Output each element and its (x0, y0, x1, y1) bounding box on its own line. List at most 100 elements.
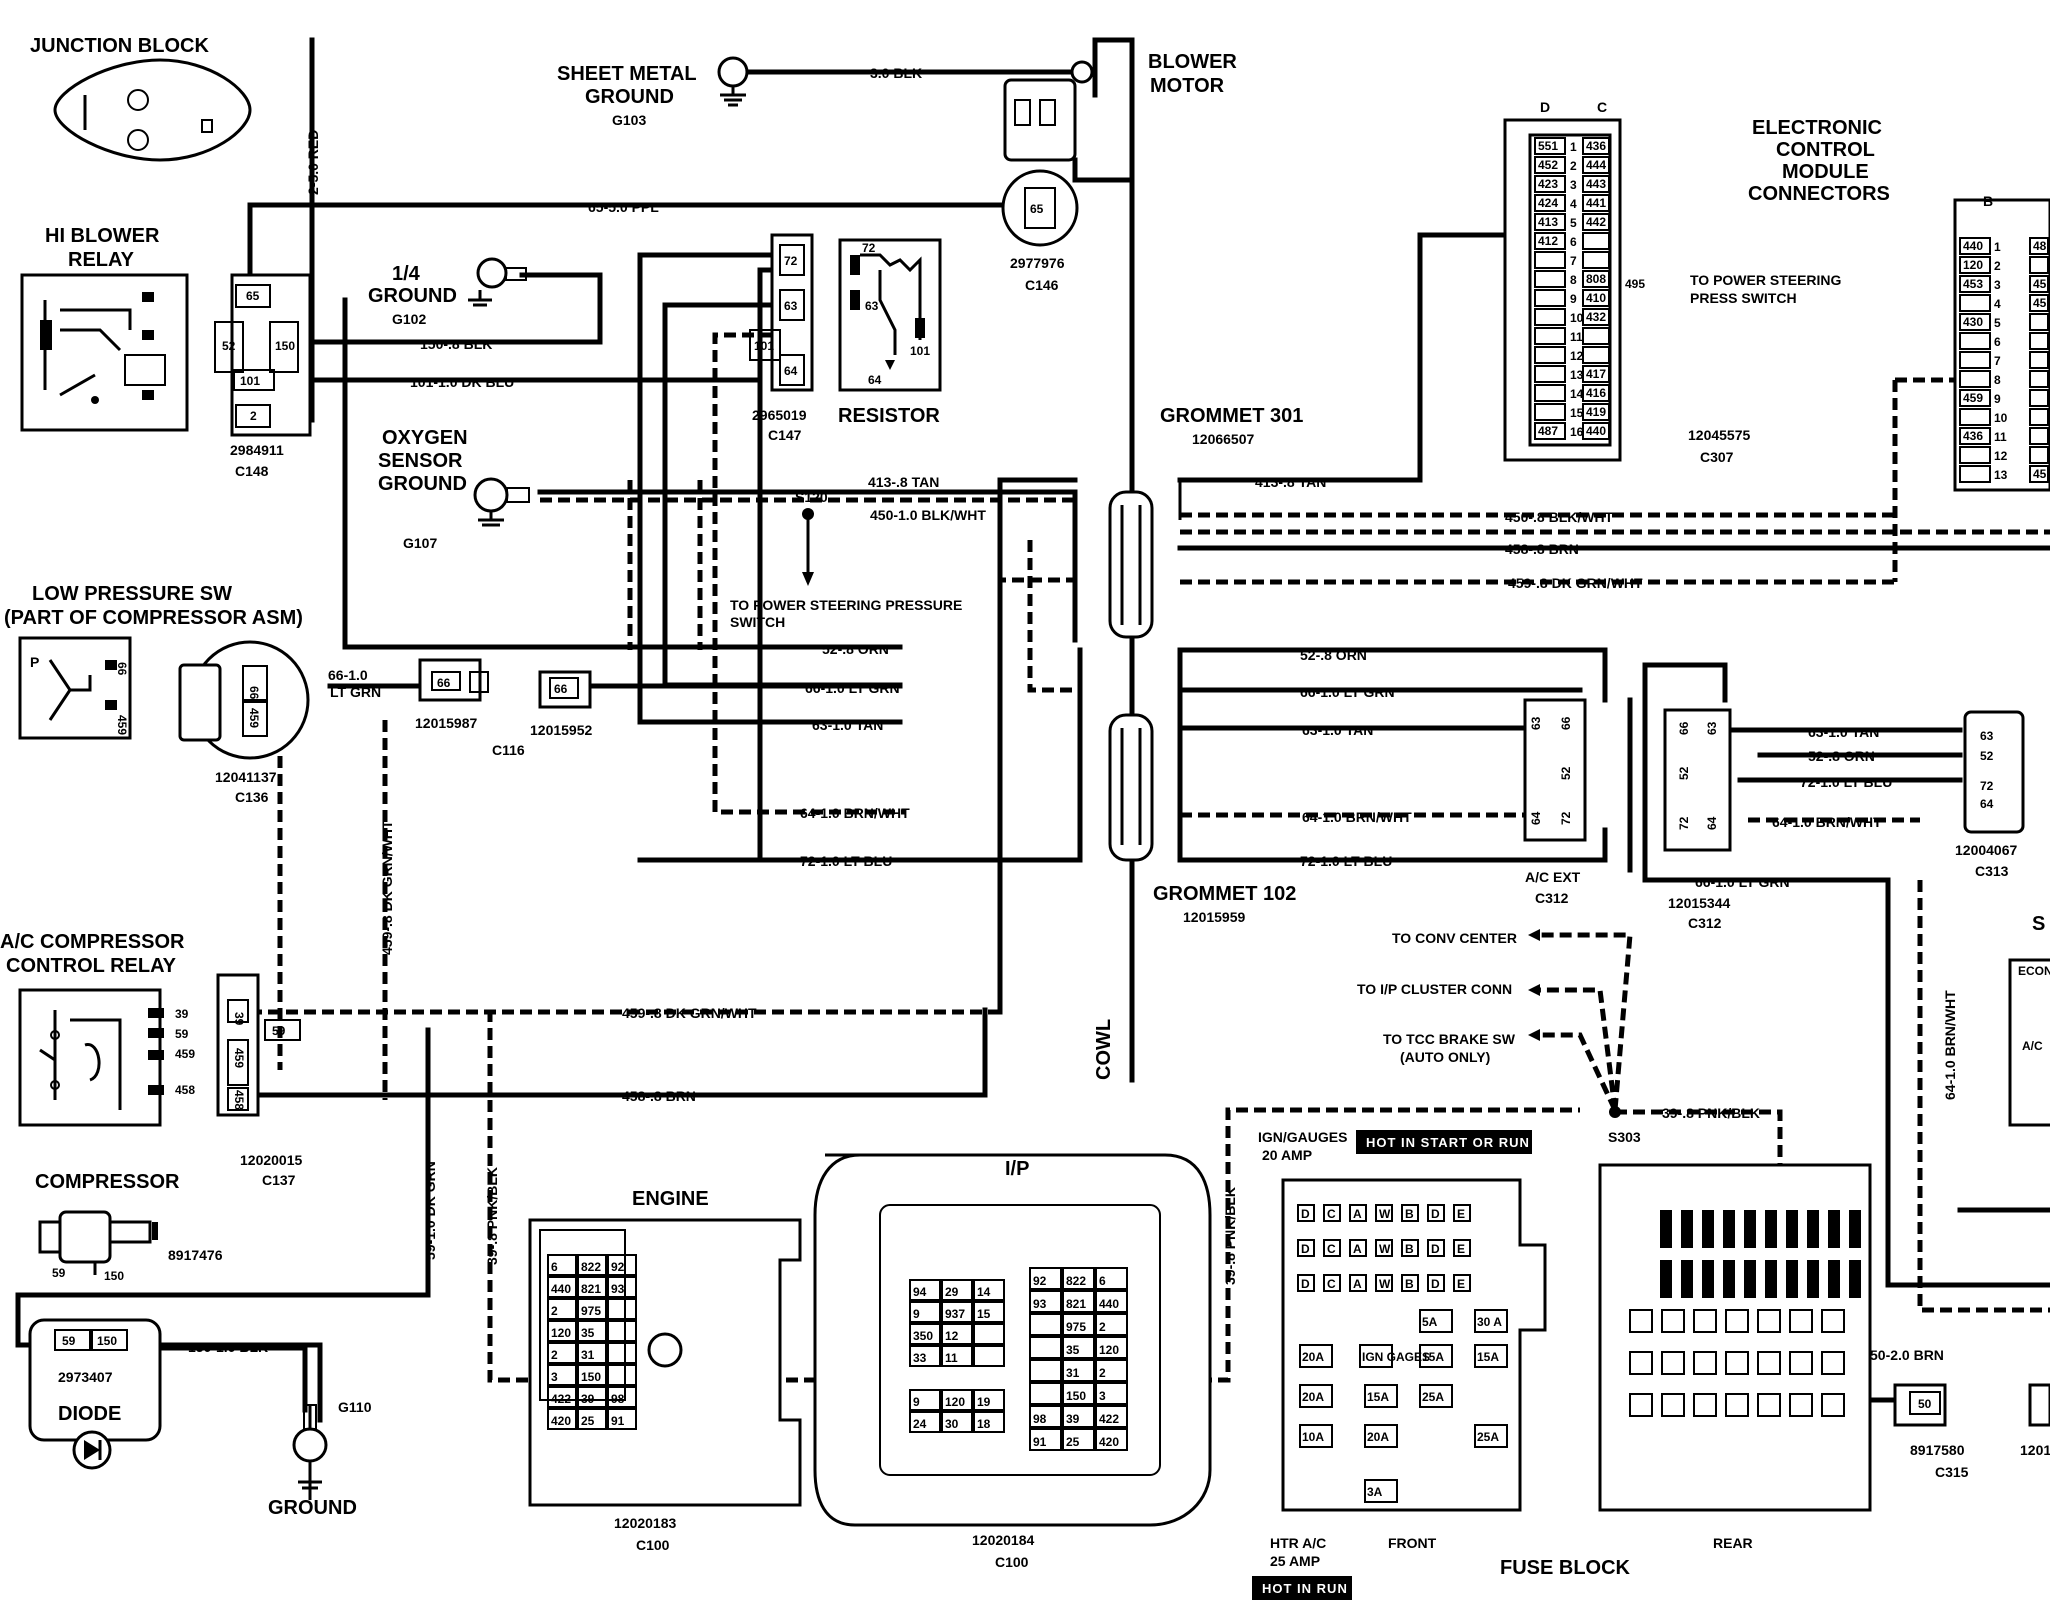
ecmb-right-pin-cell (2029, 370, 2049, 388)
ac-relay-pin-39: 39 (175, 1007, 189, 1021)
ecmb-left-pin-cell (1959, 351, 1991, 369)
ecm-left-pin-cell (1534, 194, 1566, 212)
rear-relay-slot (1629, 1309, 1653, 1333)
to-ip-arrow (1528, 984, 1540, 996)
fuse-slot (1401, 1274, 1419, 1292)
cut-num: 1201 (2020, 1442, 2050, 1458)
fuse-slot (1375, 1204, 1393, 1222)
wire-2-50-red: 2-5.0 RED (305, 130, 321, 195)
ecm-left-pin-cell (1534, 384, 1566, 402)
wire-413-tan: 413-.8 TAN (868, 474, 939, 490)
ip-left-pin: 937 (945, 1307, 965, 1321)
ip-left-pin: 350 (913, 1329, 933, 1343)
ip-label: I/P (1005, 1158, 1029, 1180)
ac-ext-conn: C312 (1535, 890, 1569, 906)
fuse-value: 20A (1367, 1430, 1389, 1444)
ip-left-pin: 14 (977, 1285, 991, 1299)
compressor (38, 1210, 158, 1275)
fuse-slot (1375, 1239, 1393, 1257)
ecm-right-pin-cell (1582, 403, 1610, 421)
rear-fuse-slot (1681, 1260, 1693, 1298)
c312r-pin-52: 52 (1677, 766, 1691, 780)
wire-101-dk-blu: 101-1.0 DK BLU (410, 374, 514, 390)
engine-pin: 31 (581, 1348, 595, 1362)
ecm-left-pin: 412 (1538, 234, 1558, 248)
engine-pin-cell (547, 1276, 577, 1298)
rear-relay-slot (1661, 1393, 1685, 1417)
fuse-slot (1427, 1274, 1445, 1292)
ecm-right-pin: 419 (1586, 405, 1606, 419)
c313-pin-64: 64 (1980, 797, 1994, 811)
ecmb-left-pin: 459 (1963, 391, 1983, 405)
ecm-mid-pin: 8 (1570, 273, 1577, 287)
wire-458-brn: 458-.8 BRN (1505, 541, 1579, 557)
ecm-mid-pin: 15 (1570, 406, 1584, 420)
wire-3-0-blk: 3.0 BLK (870, 65, 922, 81)
fuse-letter: A (1353, 1207, 1362, 1221)
rear-relay-slot (1661, 1309, 1685, 1333)
ecm-right-pin: 444 (1586, 158, 1606, 172)
ip-right-pin: 35 (1066, 1343, 1080, 1357)
rear-fuse-slot (1702, 1210, 1714, 1248)
c313-pin-72: 72 (1980, 779, 1994, 793)
cowl-label: COWL (1093, 1019, 1115, 1080)
ecmb-right-pin-cell (2029, 275, 2049, 293)
rear-fuse-slot (1744, 1260, 1756, 1298)
ecm-mid-pin: 11 (1570, 330, 1583, 344)
ecm-left-pin: 424 (1538, 196, 1558, 210)
ecm-right-pin-cell (1582, 175, 1610, 193)
c312r-pin-72: 72 (1677, 816, 1691, 830)
c312-pin-63: 63 (1529, 716, 1543, 730)
c312r-pin-66: 66 (1677, 721, 1691, 735)
ip-right-pin-cell (1029, 1290, 1062, 1313)
low-pressure-label-1: LOW PRESSURE SW (32, 583, 232, 605)
fuse-slot (1427, 1239, 1445, 1257)
ecm-left-pin-cell (1534, 270, 1566, 288)
relay-pin-52: 52 (222, 339, 236, 353)
ip-right-pin: 822 (1066, 1274, 1086, 1288)
wire-459-v: 459-.8 DK GRN/WHT (379, 820, 395, 955)
grommet102-num: 12015959 (1183, 909, 1246, 925)
g107-label: G107 (403, 535, 437, 551)
c313-num: 12004067 (1955, 842, 2018, 858)
ecm-right-pin-cell (1582, 327, 1610, 345)
engine-pin: 3 (551, 1370, 558, 1384)
fuse-value: 20A (1302, 1350, 1324, 1364)
ac-relay-conn: C137 (262, 1172, 296, 1188)
sheet-metal-label-2: GROUND (585, 86, 674, 108)
ecmb-right-pin-cell (2029, 351, 2049, 369)
c313-label: C313 (1975, 863, 2009, 879)
engine-label: ENGINE (632, 1188, 709, 1210)
ecmb-mid-pin: 10 (1994, 411, 2008, 425)
ip-left-pin-cell (973, 1301, 1005, 1323)
ip-left-pin-cell (941, 1389, 973, 1411)
ip-left-pin-cell (909, 1389, 941, 1411)
ecmb-mid-pin: 3 (1994, 278, 2001, 292)
blower-conn-num: 2977976 (1010, 255, 1065, 271)
fuse-letter: D (1431, 1242, 1440, 1256)
ecmb-left-pin-cell (1959, 275, 1991, 293)
ecm-conn-num: 12045575 (1688, 427, 1751, 443)
ip-right-pin: 91 (1033, 1435, 1047, 1449)
lp-p-label: P (30, 654, 39, 670)
ecmb-left-pin-cell (1959, 237, 1991, 255)
engine-pin-cell (607, 1364, 637, 1386)
ecm-left-pin-cell (1534, 289, 1566, 307)
wire-150-8-blk: 150-.8 BLK (420, 336, 492, 352)
ecm-left-pin-cell (1534, 175, 1566, 193)
ground-g103 (717, 56, 749, 107)
ip-right-pin-cell (1029, 1313, 1062, 1336)
ecm-right-pin-cell (1582, 384, 1610, 402)
ecm-left-pin: 487 (1538, 424, 1558, 438)
fuse-value: 20A (1302, 1390, 1324, 1404)
ecm-left-pin-cell (1534, 156, 1566, 174)
ecm-mid-pin: 14 (1570, 387, 1584, 401)
fuse-value: 25A (1477, 1430, 1499, 1444)
c312-num: 12015344 (1668, 895, 1731, 911)
ip-right-pin: 150 (1066, 1389, 1086, 1403)
fuse-letter: D (1301, 1277, 1310, 1291)
rear-relay-slot (1629, 1393, 1653, 1417)
ip-right-pin-cell (1095, 1336, 1128, 1359)
